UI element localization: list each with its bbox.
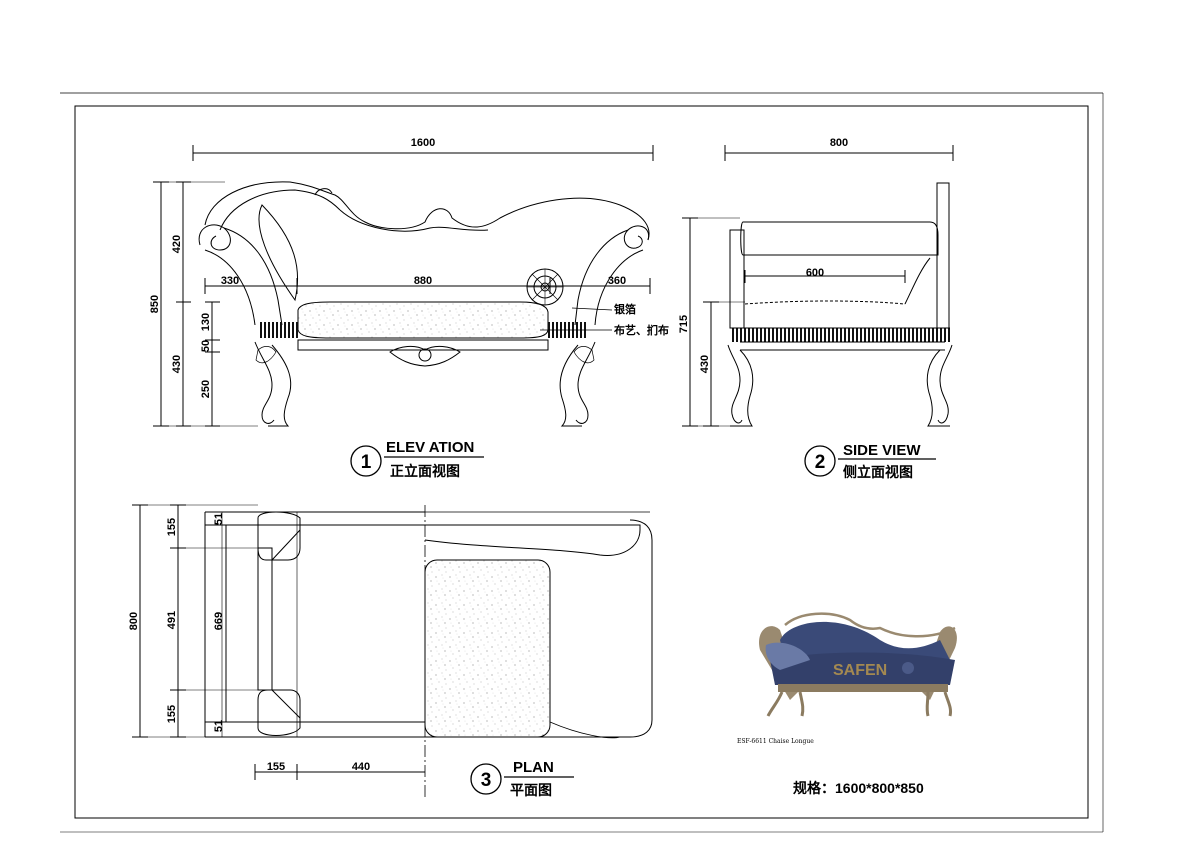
brand-watermark: SAFEN (833, 662, 887, 679)
dim-seat-depth: 600 (806, 267, 824, 279)
view-title-zh: 侧立面视图 (843, 464, 913, 480)
dim-total-height: 850 (149, 295, 161, 313)
dim-plan-seat: 491 (166, 611, 178, 629)
dim-side-seat-height: 430 (699, 355, 711, 373)
dim-arm-top: 155 (166, 518, 178, 536)
dim-edge-top: 51 (213, 513, 225, 525)
note-gilt: 银箔 (614, 302, 636, 316)
side-title: 2 SIDE VIEW 侧立面视图 (804, 442, 936, 480)
view-title-en: SIDE VIEW (843, 442, 921, 459)
plan-dimensions: 800 155 491 155 669 51 51 155 440 (128, 513, 370, 773)
spec-text: 规格：1600*800*850 (793, 780, 924, 796)
dim-height: 715 (678, 315, 690, 333)
view-title-zh: 平面图 (510, 782, 552, 798)
dim-back: 420 (171, 235, 183, 253)
view-number: 3 (481, 770, 492, 791)
view-number: 2 (815, 452, 826, 473)
note-fabric: 布艺、扪布 (614, 323, 669, 337)
view-title-en: PLAN (513, 759, 554, 776)
elevation-dimensions: 1600 330 880 360 850 420 430 130 50 250 … (149, 137, 669, 398)
dim-edge-bottom: 51 (213, 720, 225, 732)
side-view (682, 145, 954, 427)
view-number-circle (804, 445, 836, 477)
dim-inner: 669 (213, 612, 225, 630)
elevation-title: 1 ELEV ATION 正立面视图 (350, 439, 484, 479)
plan-title: 3 PLAN 平面图 (470, 759, 574, 798)
dim-depth: 800 (830, 137, 848, 149)
view-number: 1 (361, 452, 372, 473)
view-number-circle (470, 763, 502, 795)
plan-view (132, 504, 653, 800)
product-photo: SAFEN ESF-6611 Chaise Longue (737, 612, 957, 745)
photo-caption: ESF-6611 Chaise Longue (737, 738, 814, 745)
sheet-border (60, 92, 1104, 833)
dim-cushion: 130 (200, 313, 212, 331)
dim-total-width: 1600 (411, 137, 435, 149)
elevation-view (153, 145, 654, 427)
dim-frame: 50 (200, 340, 212, 352)
dim-leg: 250 (200, 380, 212, 398)
dim-right-arm: 360 (608, 275, 626, 287)
dim-seat: 880 (414, 275, 432, 287)
view-title-en: ELEV ATION (386, 439, 474, 456)
dim-arm-width: 155 (267, 761, 285, 773)
side-dimensions: 800 600 715 430 (678, 137, 848, 373)
dim-left-arm: 330 (221, 275, 239, 287)
dim-half-seat: 440 (352, 761, 370, 773)
view-number-circle (350, 445, 382, 477)
dim-seat-height: 430 (171, 355, 183, 373)
dim-plan-depth: 800 (128, 612, 140, 630)
view-title-zh: 正立面视图 (390, 463, 460, 479)
dim-arm-bottom: 155 (166, 705, 178, 723)
